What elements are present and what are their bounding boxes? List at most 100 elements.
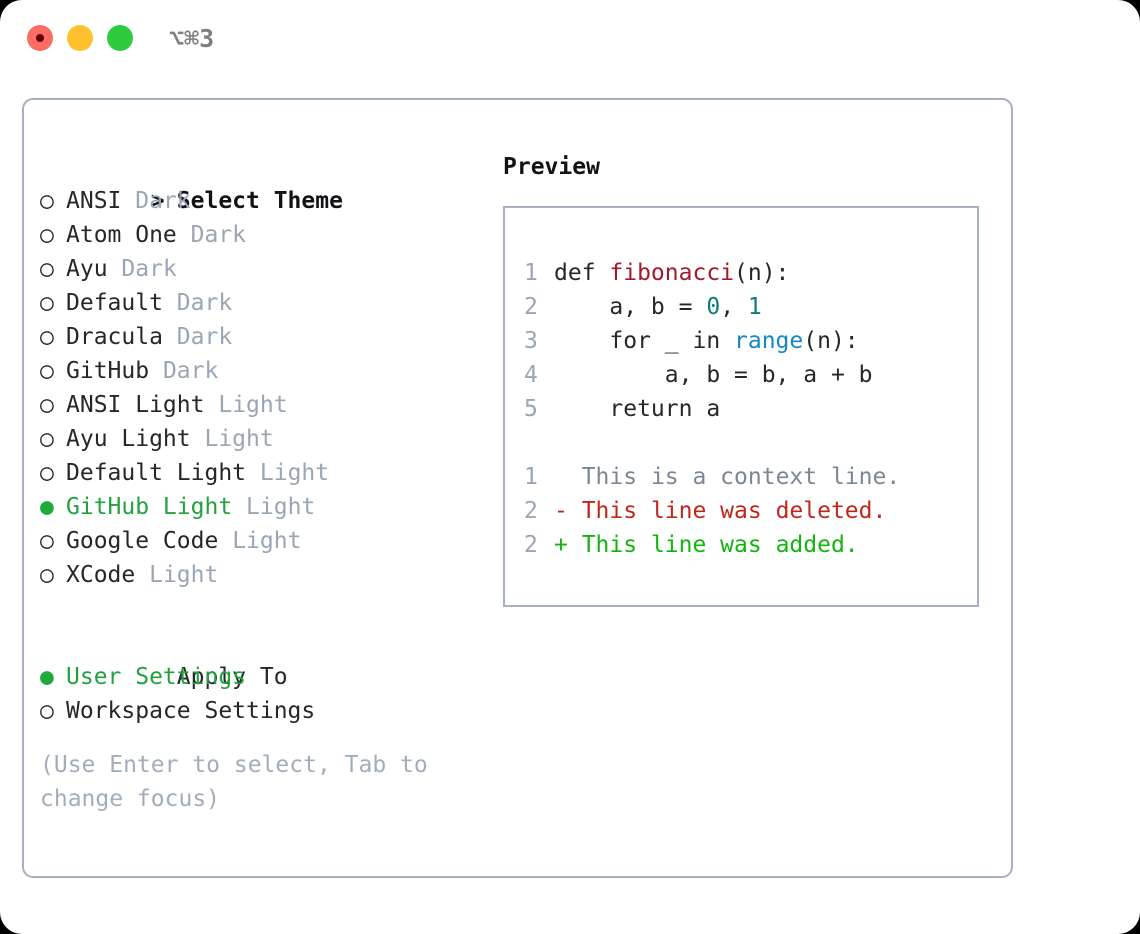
theme-label-gap [163, 290, 177, 316]
theme-list-item[interactable]: ●GitHub Light Light [40, 490, 480, 524]
theme-list-item[interactable]: ○ Google Code Light [40, 524, 480, 558]
code-line-number: 5 [524, 396, 538, 422]
theme-label-gap [218, 528, 232, 554]
theme-list-item[interactable]: ○ XCode Light [40, 558, 480, 592]
keyboard-shortcut-label: ⌥⌘3 [169, 24, 215, 53]
diff-line-number: 1 [524, 464, 538, 490]
theme-variant-label: Dark [190, 222, 247, 248]
theme-name-label: ANSI Light [66, 392, 205, 418]
theme-name-label: Google Code [66, 528, 219, 554]
theme-list-item[interactable]: ○ ANSI Dark [40, 184, 480, 218]
theme-label-gap [232, 494, 246, 520]
theme-name-label: Ayu [66, 256, 108, 282]
code-token-function: fibonacci [609, 260, 735, 286]
theme-label-gap [108, 256, 122, 282]
code-token-plain: def [554, 260, 610, 286]
theme-list-item[interactable]: ○ANSI Light Light [40, 388, 480, 422]
code-line-number: 3 [524, 328, 538, 354]
diff-line-number: 2 [524, 498, 538, 524]
theme-picker-heading-label: Select Theme [176, 188, 343, 214]
theme-list-item[interactable]: ○Ayu Dark [40, 252, 480, 286]
code-token-plain: a, b = [554, 294, 707, 320]
code-token-plain: , [720, 294, 748, 320]
radio-selected-icon[interactable]: ● [40, 664, 54, 690]
theme-variant-label: Dark [162, 358, 219, 384]
theme-picker-column: >Select Theme ○ANSI Dark○Atom One Dark○A… [40, 150, 480, 816]
apply-to-heading-label: Apply To [176, 664, 288, 690]
close-button-icon[interactable] [27, 25, 53, 51]
theme-name-label: Dracula [66, 324, 163, 350]
theme-variant-label: Dark [176, 290, 233, 316]
theme-variant-label: Light [246, 494, 316, 520]
radio-unselected-icon[interactable]: ○ [40, 392, 54, 418]
theme-variant-label: Dark [135, 188, 191, 214]
theme-list: ○ANSI Dark○Atom One Dark○Ayu Dark○Defaul… [40, 184, 480, 592]
radio-unselected-icon[interactable]: ○ [40, 290, 54, 316]
code-token-plain: a, b = b, a + b [554, 362, 873, 388]
apply-to-item[interactable]: ○ Workspace Settings [40, 694, 480, 728]
diff-line: 1 This is a context line. [524, 460, 971, 494]
theme-label-gap [121, 188, 135, 214]
code-token-number: 1 [747, 294, 762, 320]
apply-to-list: ●User Settings ○ Workspace Settings [40, 660, 480, 728]
theme-name-label: Atom One [66, 222, 177, 248]
code-line: 3 for _ in range(n): [524, 324, 971, 358]
apply-to-item-label: Workspace Settings [66, 698, 316, 724]
radio-unselected-icon[interactable]: ○ [40, 256, 54, 282]
radio-unselected-icon[interactable]: ○ [40, 188, 54, 214]
radio-unselected-icon[interactable]: ○ [40, 460, 54, 486]
radio-unselected-icon[interactable]: ○ [40, 562, 54, 588]
code-line: 4 a, b = b, a + b [524, 358, 971, 392]
theme-name-label: GitHub [66, 358, 150, 384]
code-line-number: 1 [524, 260, 538, 286]
theme-variant-label: Light [149, 562, 219, 588]
theme-label-gap [191, 426, 205, 452]
radio-unselected-icon[interactable]: ○ [40, 324, 54, 350]
diff-sample: 1 This is a context line.2- This line wa… [524, 460, 971, 562]
code-line-number: 2 [524, 294, 538, 320]
list-spacer [40, 592, 480, 626]
diff-line: 2- This line was deleted. [524, 494, 971, 528]
radio-unselected-icon[interactable]: ○ [40, 426, 54, 452]
prompt-caret-icon: > [150, 188, 165, 214]
theme-list-item[interactable]: ○ Default Light Light [40, 456, 480, 490]
keyboard-hint-text: (Use Enter to select, Tab to change focu… [40, 752, 442, 812]
preview-heading: Preview [503, 154, 600, 180]
code-token-plain: for _ in [554, 328, 735, 354]
radio-unselected-icon[interactable]: ○ [40, 698, 54, 724]
theme-list-item[interactable]: ○Ayu Light Light [40, 422, 480, 456]
diff-line-text: This is a context line. [581, 464, 901, 490]
apply-to-item[interactable]: ●User Settings [40, 660, 480, 694]
radio-unselected-icon[interactable]: ○ [40, 222, 54, 248]
code-token-plain: return a [554, 396, 721, 422]
theme-label-gap [177, 222, 191, 248]
theme-list-item[interactable]: ○ Dracula Dark [40, 320, 480, 354]
radio-unselected-icon[interactable]: ○ [40, 528, 54, 554]
theme-label-gap [135, 562, 149, 588]
radio-unselected-icon[interactable]: ○ [40, 358, 54, 384]
theme-name-label: ANSI [66, 188, 122, 214]
theme-list-item[interactable]: ○ Atom One Dark [40, 218, 480, 252]
radio-selected-icon[interactable]: ● [40, 494, 54, 520]
theme-picker-heading: > Select Theme [40, 150, 480, 214]
code-line-number: 4 [524, 362, 538, 388]
theme-label-gap [246, 460, 260, 486]
diff-line-text: This line was deleted. [581, 498, 887, 524]
theme-name-label: XCode [66, 562, 136, 588]
minimize-button-icon[interactable] [67, 25, 93, 51]
theme-list-item[interactable]: ○Default Dark [40, 286, 480, 320]
window-titlebar: ⌥⌘3 [0, 0, 1140, 78]
maximize-button-icon[interactable] [107, 25, 133, 51]
code-token-plain: (n): [803, 328, 859, 354]
traffic-light-buttons [27, 25, 133, 51]
theme-variant-label: Dark [176, 324, 233, 350]
theme-variant-label: Light [232, 528, 302, 554]
theme-list-item[interactable]: ○ GitHub Dark [40, 354, 480, 388]
code-line: 2 a, b = 0, 1 [524, 290, 971, 324]
code-token-number: 0 [706, 294, 721, 320]
theme-name-label: Default Light [66, 460, 247, 486]
theme-variant-label: Light [259, 460, 330, 486]
